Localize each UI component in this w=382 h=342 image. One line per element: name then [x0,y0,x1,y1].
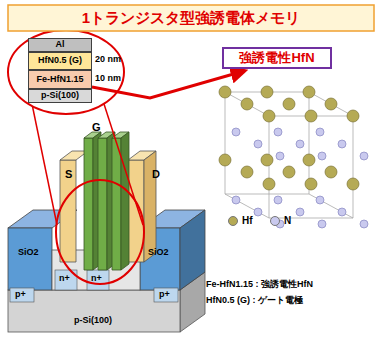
dimension: 20 nm [95,55,121,65]
dimension: 10 nm [95,74,121,84]
unit-cell-edge [269,116,270,218]
region-label: p+ [15,290,26,300]
n-atom [232,128,240,136]
region-label: n+ [59,274,70,284]
layer-box: Fe-HfN1.15 [28,70,92,89]
n-atom [318,152,326,160]
box-text: HfN0.5 (G) [38,56,82,66]
hf-atom [303,154,315,166]
unit-cell [225,194,353,218]
hf-atom [283,98,295,110]
n-atom [316,196,324,204]
hf-atom [325,166,337,178]
box-text: Al [56,40,65,50]
legend-swatch [228,216,238,226]
hf-atom [261,86,273,98]
n-atom [360,220,368,228]
hf-atom [303,86,315,98]
unit-cell-edge [353,116,354,218]
note: Fe-HfN1.15 : 強誘電性HfN [206,280,313,290]
n-atom [318,220,326,228]
legend-text: N [284,215,291,226]
gate-fin [84,138,93,270]
unit-cell [225,92,353,116]
hf-atom [219,154,231,166]
n-atom [274,128,282,136]
unit-cell-edge [225,92,226,194]
hf-atom [305,178,317,190]
material-box: 強誘電性HfN [222,47,332,69]
region-label: p+ [159,290,170,300]
gate-fin-side [121,132,129,270]
hf-atom [347,110,359,122]
box-text: 強誘電性HfN [239,51,314,65]
hf-atom [261,154,273,166]
region-label: n+ [91,274,102,284]
n-atom [296,208,304,216]
n-atom [254,140,262,148]
hf-atom [263,178,275,190]
n-atom [316,128,324,136]
n-atom [274,196,282,204]
n-atom [254,208,262,216]
n-atom [232,196,240,204]
title: 1トランジスタ型強誘電体メモリ [8,5,374,31]
hf-atom [325,98,337,110]
n-atom [276,152,284,160]
n-atom [360,152,368,160]
region-label: p-Si(100) [74,316,112,326]
box-text: Fe-HfN1.15 [36,75,83,85]
box-text: p-Si(100) [41,91,79,101]
legend-swatch [270,216,280,226]
hf-atom [241,98,253,110]
n-atom [296,140,304,148]
arrow-connector [92,71,244,98]
gate-fin [98,138,107,270]
region-label: SiO2 [18,248,39,258]
hf-atom [263,110,275,122]
terminal-label: D [152,168,160,180]
terminal-label: S [65,168,72,180]
layer-box: HfN0.5 (G) [28,52,92,70]
hf-atom [347,178,359,190]
hf-atom [283,166,295,178]
hf-atom [241,166,253,178]
gate-fin [112,138,121,270]
region-label: SiO2 [148,248,169,258]
n-atom [338,140,346,148]
legend-text: Hf [242,215,253,226]
note: HfN0.5 (G) : ゲート電極 [206,296,303,306]
layer-box: p-Si(100) [28,89,92,103]
layer-box: Al [28,38,92,52]
terminal-label: G [92,121,101,133]
n-atom [338,208,346,216]
hf-atom [305,110,317,122]
hf-atom [219,86,231,98]
